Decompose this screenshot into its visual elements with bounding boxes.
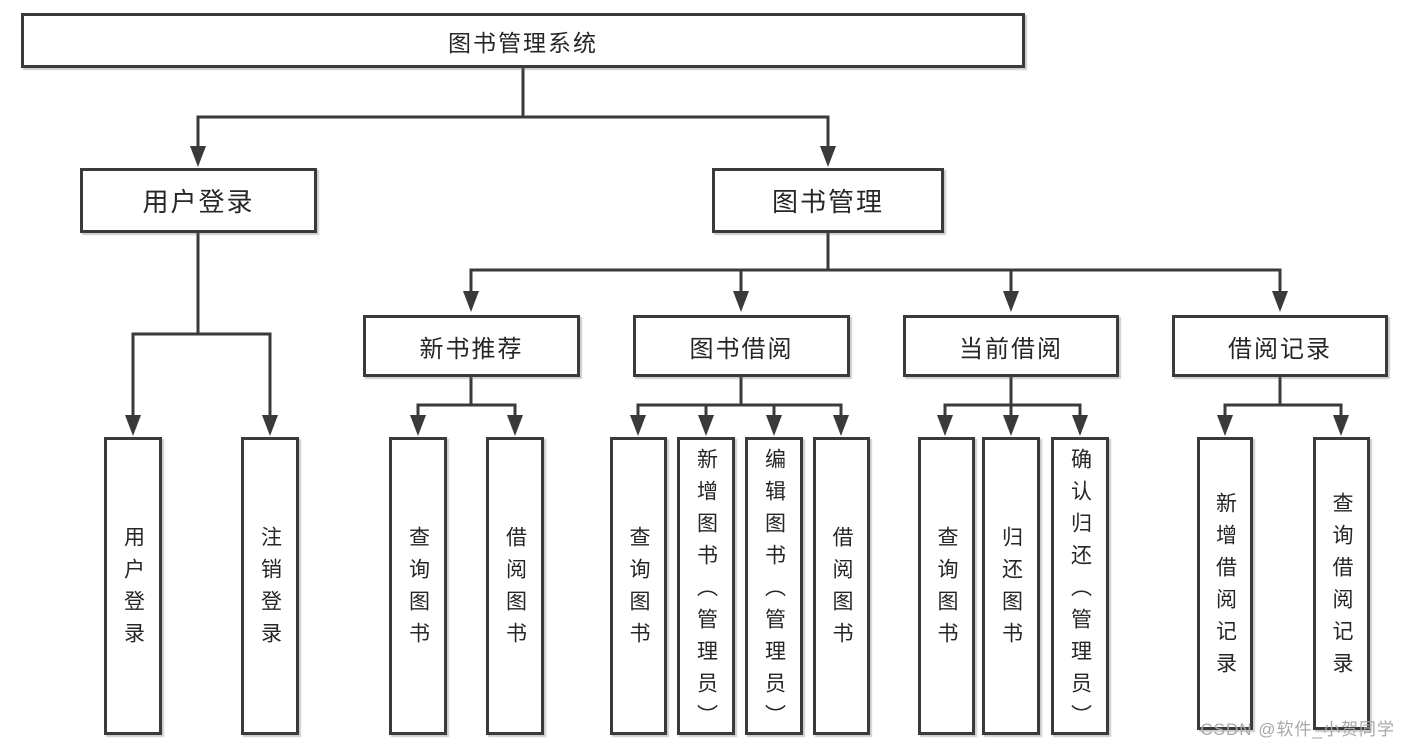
node-new-book-recommend: 新书推荐 (363, 315, 580, 377)
arrowhead-down-icon (733, 291, 749, 312)
arrowhead-down-icon (820, 146, 836, 167)
arrowhead-down-icon (937, 415, 953, 436)
arrowhead-down-icon (1272, 291, 1288, 312)
leaf-add-books-admin: 新增图书（管理员） (677, 437, 735, 736)
leaf-query-books-recommend: 查询图书 (389, 437, 447, 735)
arrowhead-down-icon (698, 415, 714, 436)
connector-new-book-to-leaves (410, 377, 523, 436)
connector-book-borrow-to-leaves (630, 377, 849, 436)
arrowhead-down-icon (833, 415, 849, 436)
arrowhead-down-icon (1072, 415, 1088, 436)
connector-book-management-to-level3 (463, 233, 1288, 312)
arrowhead-down-icon (1003, 291, 1019, 312)
csdn-watermark: CSDN @软件_小贺同学 (1200, 720, 1395, 739)
node-library-management-system: 图书管理系统 (21, 13, 1025, 68)
arrowhead-down-icon (410, 415, 426, 436)
arrowhead-down-icon (766, 415, 782, 436)
connector-borrow-record-to-leaves (1217, 377, 1349, 436)
arrowhead-down-icon (507, 415, 523, 436)
node-borrowing-records: 借阅记录 (1172, 315, 1388, 377)
arrowhead-down-icon (125, 415, 141, 436)
arrowhead-down-icon (262, 415, 278, 436)
leaf-logout: 注销登录 (241, 437, 299, 735)
leaf-query-borrow-record: 查询借阅记录 (1313, 437, 1370, 730)
leaf-user-login: 用户登录 (104, 437, 162, 735)
leaf-borrow-books-recommend: 借阅图书 (486, 437, 544, 735)
leaf-add-borrow-record: 新增借阅记录 (1197, 437, 1253, 730)
arrowhead-down-icon (1003, 415, 1019, 436)
leaf-edit-books-admin: 编辑图书（管理员） (745, 437, 803, 736)
node-user-login: 用户登录 (80, 168, 317, 233)
node-book-borrowing: 图书借阅 (633, 315, 850, 377)
node-book-management: 图书管理 (712, 168, 944, 233)
leaf-query-books-borrow: 查询图书 (610, 437, 667, 735)
arrowhead-down-icon (190, 146, 206, 167)
leaf-confirm-return-admin: 确认归还（管理员） (1051, 437, 1109, 736)
node-current-borrowing: 当前借阅 (903, 315, 1119, 377)
leaf-borrow-books: 借阅图书 (813, 437, 870, 735)
arrowhead-down-icon (463, 291, 479, 312)
arrowhead-down-icon (1217, 415, 1233, 436)
leaf-query-books-current: 查询图书 (918, 437, 975, 735)
leaf-return-books: 归还图书 (982, 437, 1040, 735)
connector-root-to-level2 (190, 66, 836, 167)
arrowhead-down-icon (630, 415, 646, 436)
connector-current-borrow-to-leaves (937, 377, 1088, 436)
connector-user-login-to-leaves (125, 233, 278, 436)
arrowhead-down-icon (1333, 415, 1349, 436)
